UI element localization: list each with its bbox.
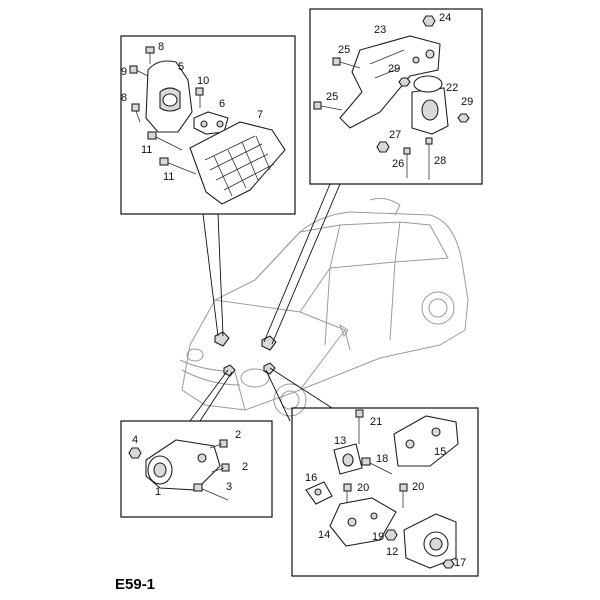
- callout-8: 8: [121, 92, 127, 104]
- callout-20: 20: [412, 481, 424, 493]
- callout-14: 14: [318, 529, 330, 541]
- callout-22: 22: [446, 82, 458, 94]
- callout-3: 3: [226, 481, 232, 493]
- detail-box-bottom-left: [120, 420, 273, 518]
- callout-11: 11: [141, 144, 152, 156]
- car-illustration: [179, 197, 469, 417]
- callout-2: 2: [242, 461, 248, 473]
- callout-6: 6: [219, 98, 225, 110]
- callout-29: 29: [388, 63, 400, 75]
- upper-right-mount-parts: [313, 15, 470, 180]
- callout-10: 10: [197, 75, 209, 87]
- callout-7: 7: [257, 109, 263, 121]
- detail-box-bottom-right: [291, 407, 479, 577]
- callout-24: 24: [439, 12, 451, 24]
- callout-4: 4: [132, 434, 138, 446]
- mount-markers: [214, 331, 277, 377]
- callout-9: 9: [121, 66, 127, 78]
- leader-lines: [189, 183, 341, 422]
- lower-left-mount-parts: [128, 439, 230, 501]
- lower-right-mount-parts: [305, 409, 459, 569]
- callout-29: 29: [461, 96, 473, 108]
- callout-15: 15: [434, 446, 446, 458]
- callout-12: 12: [386, 546, 398, 558]
- callout-1: 1: [155, 486, 161, 498]
- callout-25: 25: [338, 44, 350, 56]
- callout-20: 20: [357, 482, 369, 494]
- callout-5: 5: [178, 61, 184, 73]
- callout-25: 25: [326, 91, 338, 103]
- callout-18: 18: [376, 453, 388, 465]
- callout-2: 2: [235, 429, 241, 441]
- callout-23: 23: [374, 24, 386, 36]
- figure-code: E59-1: [115, 576, 155, 593]
- callout-19: 19: [372, 531, 384, 543]
- callout-17: 17: [454, 557, 466, 569]
- detail-box-top-left: [120, 35, 296, 215]
- detail-box-top-right: [309, 8, 483, 185]
- callout-21: 21: [370, 416, 382, 428]
- callout-26: 26: [392, 158, 404, 170]
- callout-16: 16: [305, 472, 317, 484]
- callout-11: 11: [163, 171, 174, 183]
- upper-left-mount-parts: [129, 46, 286, 205]
- callout-27: 27: [389, 129, 401, 141]
- callout-28: 28: [434, 155, 446, 167]
- callout-13: 13: [334, 435, 346, 447]
- callout-8: 8: [158, 41, 164, 53]
